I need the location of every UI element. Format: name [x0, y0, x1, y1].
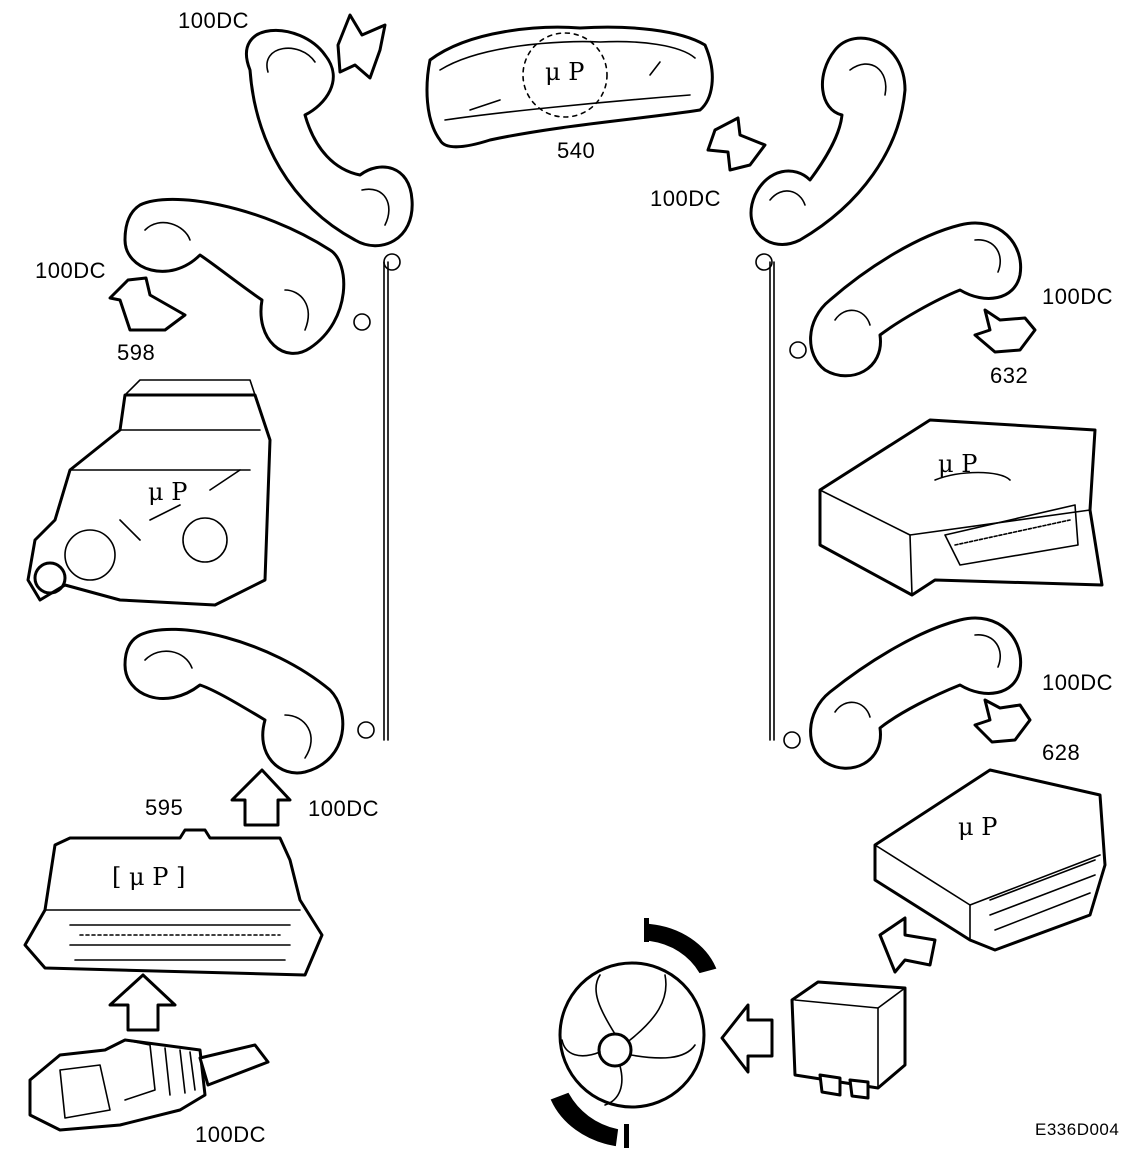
arrow-icon-to-632 — [973, 308, 1037, 354]
relay-drawing — [790, 980, 907, 1100]
arrow-icon-628-to-relay — [878, 916, 937, 974]
temperature-sensor-drawing — [28, 1038, 270, 1132]
label-100dc-mid-left: 100DC — [35, 258, 106, 283]
label-100dc-low-right: 100DC — [1042, 670, 1113, 695]
mp-label-instrument: μ P — [545, 58, 584, 86]
mp-label-comfort-ecu: μ P — [938, 450, 977, 478]
arrow-icon-to-628 — [973, 698, 1032, 744]
mp-bracket-label-ecu: [ μ P ] — [112, 863, 185, 891]
label-100dc-top-left: 100DC — [178, 8, 249, 33]
left-bus-wire — [383, 261, 389, 741]
comfort-ecu-drawing: μ P — [818, 418, 1104, 597]
label-628: 628 — [1042, 740, 1081, 765]
label-632: 632 — [990, 363, 1029, 388]
arrow-icon-to-598 — [108, 276, 187, 332]
mp-label-relay-ecu: μ P — [958, 813, 997, 841]
phone-handset-icon-top-left — [245, 28, 414, 271]
phone-handset-icon-mid-right — [789, 221, 1023, 378]
figure-reference: E336D004 — [1035, 1120, 1120, 1139]
arrow-icon-to-540-left — [336, 13, 387, 80]
phone-handset-icon-mid-left — [123, 197, 371, 355]
arrow-icon-from-540-right — [706, 116, 767, 172]
relay-ecu-drawing: μ P — [873, 768, 1107, 952]
label-100dc-mid-right: 100DC — [1042, 284, 1113, 309]
mp-label-pump: μ P — [148, 478, 187, 506]
instrument-panel-drawing: μ P — [425, 25, 714, 149]
arrow-icon-sensor-to-595 — [108, 973, 177, 1032]
label-595: 595 — [145, 795, 184, 820]
phone-handset-icon-low-right — [783, 616, 1023, 770]
arrow-icon-from-595 — [230, 768, 292, 827]
engine-ecu-drawing: [ μ P ] — [23, 828, 324, 977]
label-100dc-sensor: 100DC — [195, 1122, 266, 1147]
arrow-icon-relay-to-fan — [720, 1003, 774, 1074]
label-540: 540 — [557, 138, 596, 163]
label-100dc-low-left: 100DC — [308, 796, 379, 821]
label-598: 598 — [117, 340, 156, 365]
cooling-fan-drawing — [550, 918, 717, 1148]
phone-handset-icon-low-left — [123, 627, 375, 775]
label-100dc-top-right: 100DC — [650, 186, 721, 211]
right-bus-wire — [769, 261, 775, 741]
injection-pump-drawing: μ P — [26, 379, 272, 607]
phone-handset-icon-top-right — [749, 36, 907, 271]
